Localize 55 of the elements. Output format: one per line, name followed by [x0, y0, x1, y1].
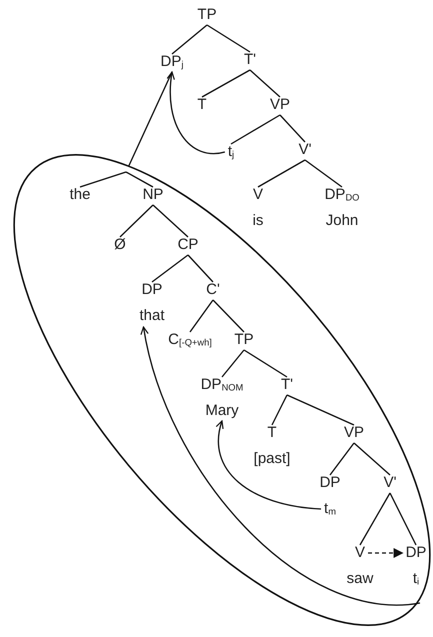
- category-label: VP: [270, 96, 290, 114]
- category-label: the: [70, 186, 90, 204]
- movement-arrow: [140, 326, 420, 606]
- tree-branch-line: [280, 114, 306, 142]
- category-label: CP: [178, 236, 198, 254]
- tree-branch-line: [80, 171, 126, 188]
- category-label: V: [252, 186, 263, 204]
- tree-branch-line: [152, 204, 188, 238]
- word-label: Mary: [205, 402, 239, 420]
- tree-branch-line: [304, 159, 342, 188]
- tree-branch-line: [189, 300, 214, 332]
- category-label: NP: [142, 186, 164, 204]
- word-label: saw: [346, 570, 374, 588]
- tree-branch-line: [172, 24, 208, 54]
- tree-branch-line: [188, 254, 214, 282]
- tree-branch-line: [128, 72, 173, 167]
- tree-branch-line: [206, 24, 250, 53]
- category-label: T': [280, 376, 294, 394]
- category-label: C': [206, 281, 220, 299]
- tree-branch-line: [359, 492, 391, 546]
- tree-branch-line: [120, 204, 154, 238]
- category-label: V: [354, 544, 365, 562]
- category-label: TP: [197, 6, 217, 24]
- tree-branch-line: [286, 394, 354, 426]
- tree-branch-line: [389, 492, 417, 546]
- tree-branch-line: [329, 442, 355, 476]
- category-label: DP: [142, 281, 162, 299]
- tree-branch-line: [354, 442, 390, 476]
- tree-branch-line: [222, 350, 244, 378]
- word-label: John: [326, 212, 358, 230]
- tree-branch-line: [152, 254, 188, 283]
- word-label: [past]: [254, 450, 290, 468]
- category-label: T: [267, 424, 277, 442]
- tree-branch-line: [244, 349, 288, 378]
- movement-arrow: [216, 420, 322, 510]
- category-label: TP: [234, 331, 254, 349]
- category-label: T: [197, 96, 207, 114]
- tree-branch-line: [126, 171, 154, 188]
- category-label: T': [244, 51, 256, 69]
- movement-arrow: [167, 71, 225, 154]
- tree-branch-line: [250, 70, 280, 98]
- word-label: that: [139, 307, 165, 325]
- category-label: DP: [320, 474, 340, 492]
- tree-branch-line: [271, 394, 288, 426]
- tree-branch-line: [202, 69, 250, 98]
- tree-branch-line: [230, 114, 280, 145]
- movement-arrow: [368, 548, 404, 558]
- category-label: VP: [344, 424, 364, 442]
- category-label: Ø: [114, 236, 126, 254]
- word-label: is: [252, 212, 264, 230]
- tree-branch-line: [258, 159, 306, 188]
- category-label: V': [298, 141, 312, 159]
- category-label: DP: [406, 544, 426, 562]
- category-label: V': [384, 474, 396, 492]
- tree-branch-line: [212, 300, 244, 332]
